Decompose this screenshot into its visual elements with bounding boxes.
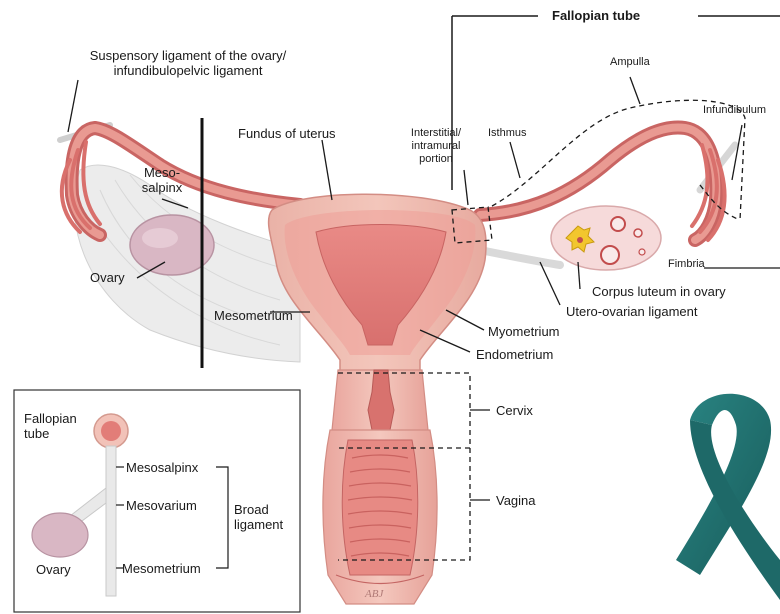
inset-label-ovary: Ovary xyxy=(36,562,71,577)
utero-ovarian-ligament-cord xyxy=(480,250,560,265)
vagina xyxy=(323,430,437,604)
label-utero-ovarian-ligament: Utero-ovarian ligament xyxy=(566,304,698,319)
ovary-left-highlight xyxy=(142,228,178,248)
inset-label-mesosalpinx: Mesosalpinx xyxy=(126,460,198,475)
label-fundus-of-uterus: Fundus of uterus xyxy=(238,126,336,141)
label-myometrium: Myometrium xyxy=(488,324,560,339)
label-ovary: Ovary xyxy=(90,270,125,285)
artist-signature: ABJ xyxy=(364,588,384,600)
uterus xyxy=(269,194,486,395)
label-isthmus: Isthmus xyxy=(488,127,527,140)
label-endometrium: Endometrium xyxy=(476,347,553,362)
ovary-right xyxy=(551,206,661,270)
label-mesosalpinx: Meso- salpinx xyxy=(132,165,192,195)
label-corpus-luteum: Corpus luteum in ovary xyxy=(592,284,726,299)
inset-label-mesovarium: Mesovarium xyxy=(126,498,197,513)
label-fimbria: Fimbria xyxy=(668,258,705,271)
label-ampulla: Ampulla xyxy=(610,56,650,69)
label-infundibulum: Infundibulum xyxy=(703,104,766,117)
label-mesometrium: Mesometrium xyxy=(214,308,293,323)
label-cervix: Cervix xyxy=(496,403,533,418)
label-suspensory-ligament: Suspensory ligament of the ovary/ infund… xyxy=(58,48,318,78)
label-vagina: Vagina xyxy=(496,493,536,508)
label-fallopian-tube: Fallopian tube xyxy=(552,8,640,23)
label-interstitial-portion: Interstitial/ intramural portion xyxy=(395,127,477,166)
inset-label-broad-ligament: Broad ligament xyxy=(234,502,283,532)
inset-label-fallopian-tube: Fallopian tube xyxy=(24,411,77,441)
inset-label-mesometrium: Mesometrium xyxy=(122,561,201,576)
awareness-ribbon-icon xyxy=(676,394,780,600)
